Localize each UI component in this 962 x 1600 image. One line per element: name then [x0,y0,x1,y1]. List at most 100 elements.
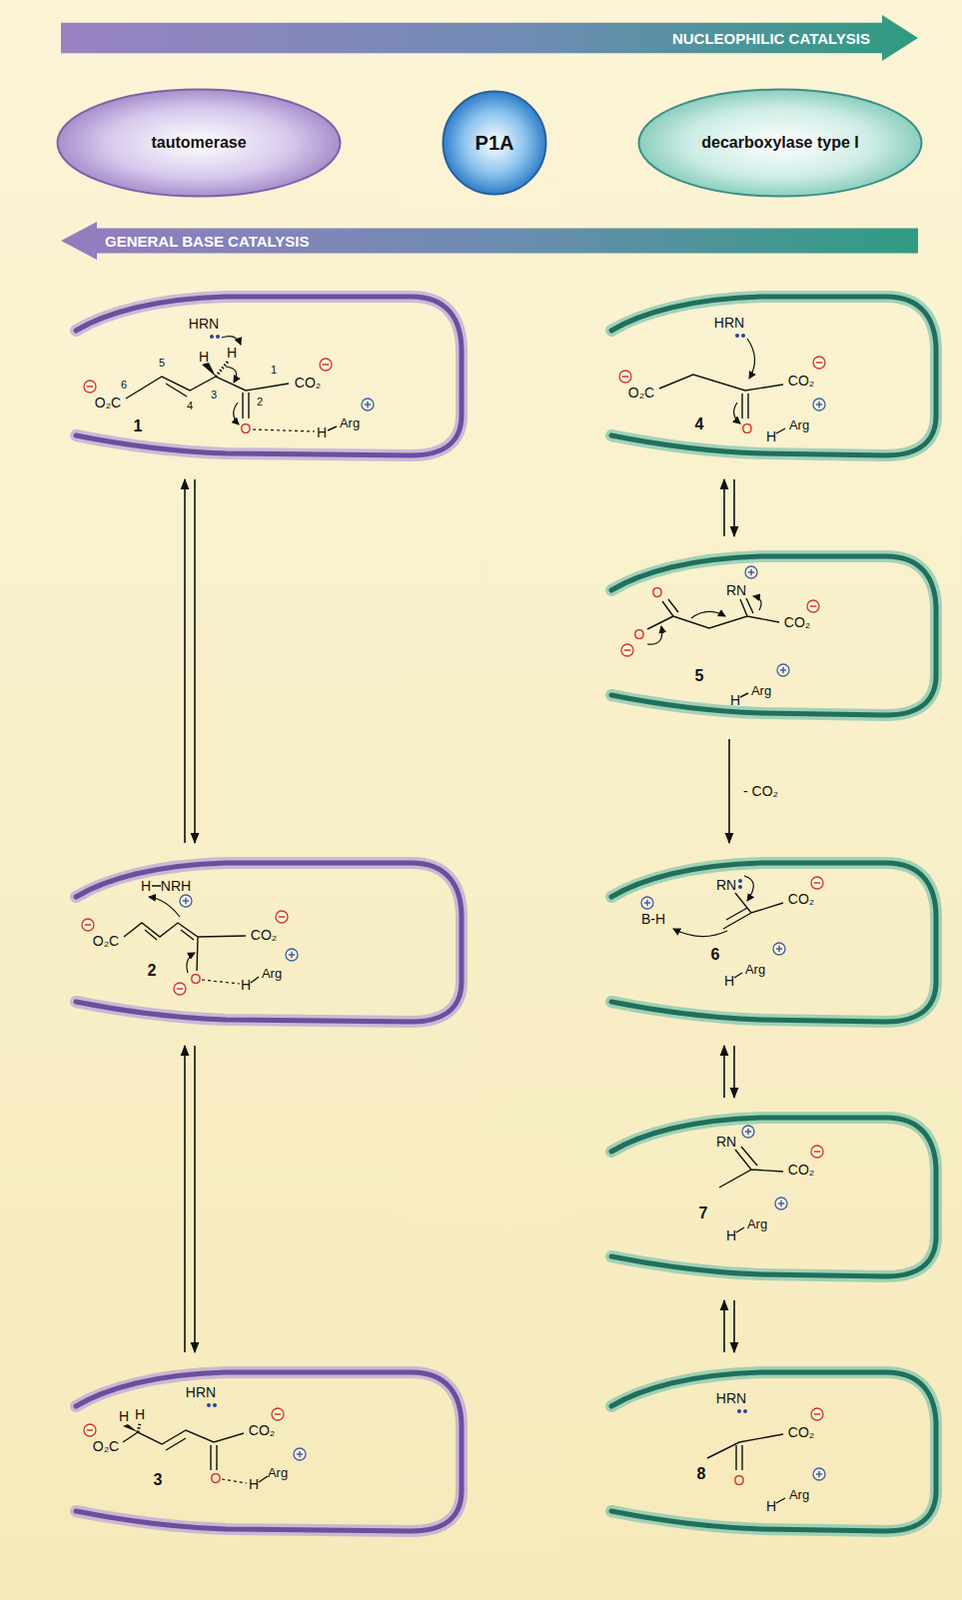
hash-bond [137,1423,140,1433]
atom-number: 2 [256,396,263,408]
compound-number: 2 [147,962,157,979]
residue-label: Arg [339,416,360,430]
atom-label: RN [716,1134,737,1149]
reaction-arrow-line [193,479,196,844]
bond-skeleton [125,376,337,431]
oxygen-label: O [634,627,646,642]
negative-charge [621,644,634,657]
reaction-arrow-line [728,739,731,844]
reaction-arrow-line [723,479,726,537]
negative-charge [83,380,96,393]
positive-charge [179,895,192,908]
lone-pair [738,879,743,884]
reaction-arrow [729,739,731,844]
pocket-glow [75,1372,462,1532]
residue-label: Arg [751,684,772,698]
residue-label: Arg [267,1466,288,1480]
curved-arrow [148,897,180,918]
atom-label: H [730,693,741,708]
enzyme-pocket-shape [611,550,947,726]
positive-charge [777,664,790,677]
enzyme-pocket-shape [75,857,472,1032]
catalysis-band: NUCLEOPHILIC CATALYSIS [60,14,919,61]
pocket-outline [75,1372,462,1532]
atom-label: H [134,1407,145,1422]
enzyme-pocket-shape [75,1366,472,1542]
reaction-arrow [724,1300,735,1353]
reaction-arrow-line [183,1045,186,1353]
atom-number: 3 [210,389,217,401]
atom-label: RN [716,878,737,893]
wedge-bond [201,362,216,377]
band-arrow [60,14,919,61]
compound-number: 7 [699,1205,709,1222]
pocket-glow [611,863,937,1022]
atom-number: 5 [158,357,165,369]
atom-label: H [118,1409,129,1424]
atom-label: H [726,1228,737,1243]
hydrogen-bond [252,429,315,432]
lone-pair [735,333,740,338]
enzyme-pocket: HRNHHO₂CCO₂3OHArg [75,1366,472,1542]
residue-label: Arg [745,962,766,976]
curved-arrow [691,611,726,619]
enzyme-label: tautomerase [150,134,246,151]
reaction-arrow-line [733,1300,736,1353]
reaction-arrow-line [193,1045,196,1353]
negative-charge [271,1408,284,1421]
curved-arrow [221,336,241,345]
enzyme-pocket-shape [611,1111,947,1287]
atom-label: HRN [714,315,745,330]
curved-arrow [225,366,237,383]
enzyme-pocket-shape [611,290,947,466]
curved-arrow [753,596,762,611]
bond-skeleton [723,893,784,978]
compound-number: 6 [711,947,721,963]
curved-arrow [647,626,663,645]
catalysis-band: GENERAL BASE CATALYSIS [60,221,919,260]
atom-label: HRN [185,1385,216,1400]
enzyme-ellipse-outline [57,89,341,197]
atom-label: H [226,345,237,360]
lone-pair [743,1409,748,1414]
lone-pair [737,1409,742,1414]
reaction-arrow [184,1045,195,1353]
bond-skeleton [659,374,786,434]
negative-charge [811,1145,824,1158]
enzyme-pocket: HRNHH654321CO₂O₂COHArg1 [75,290,472,466]
atom-label: CO₂ [788,1162,815,1177]
curved-arrow [186,953,195,973]
reaction-arrow [724,1045,735,1098]
pocket-outline [611,556,937,716]
enzyme-ellipse: decarboxylase type I [637,87,924,198]
reaction-arrow-line [723,1300,726,1353]
band-label: NUCLEOPHILIC CATALYSIS [672,30,871,46]
atom-label: CO₂ [788,373,815,388]
atom-label: H [140,879,151,894]
atom-label: H [766,429,777,444]
atom-label: O₂C [92,1439,119,1454]
oxygen-label: O [734,1473,746,1488]
compound-number: 5 [695,668,705,685]
residue-label: Arg [261,966,282,980]
negative-charge [81,919,94,932]
positive-charge [775,1197,788,1210]
compound-number: 3 [153,1472,163,1489]
positive-charge [285,949,298,962]
bond-skeleton [719,1146,784,1233]
compound-4-structure [619,333,826,434]
compound-3-structure [83,1403,306,1484]
enzyme-pocket-shape [611,1366,947,1542]
compound-2-structure [81,886,298,995]
pocket-glow [75,296,462,456]
positive-charge [813,1468,826,1481]
atom-label: CO₂ [250,928,277,943]
negative-charge [807,600,820,613]
enzyme-label: P1A [475,132,515,153]
enzyme-label: decarboxylase type I [701,134,859,151]
atom-label: O₂C [94,395,121,410]
compound-1-structure [83,334,374,432]
atom-label: H [240,977,251,992]
compound-5-structure [621,566,820,698]
enzyme-pocket-shape [75,290,472,466]
